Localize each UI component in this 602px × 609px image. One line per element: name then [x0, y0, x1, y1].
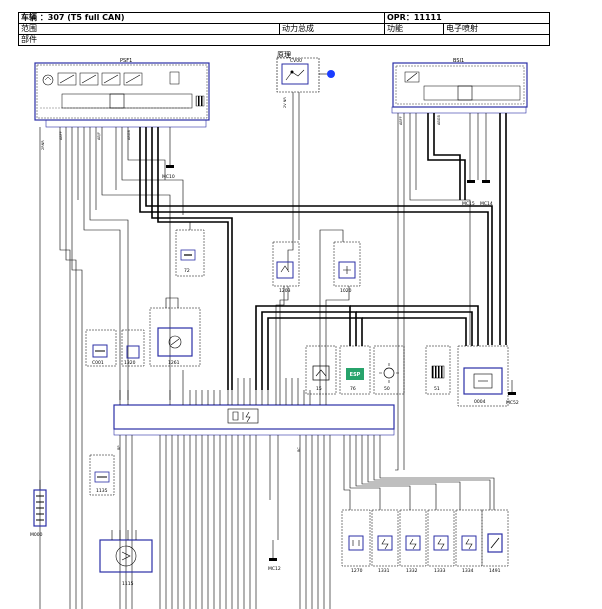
psf1-wires	[39, 127, 184, 609]
component-1333-label: 1333	[434, 568, 446, 574]
component-1491	[481, 509, 509, 567]
bsi1-wires	[395, 113, 487, 471]
component-1333	[427, 509, 455, 567]
svg-text:2RNR: 2RNR	[41, 140, 45, 150]
title-block: 车辆 ：307 (T5 full CAN) OPR：11111 范围 动力总成 …	[18, 12, 550, 46]
component-1203-label: 1203	[279, 288, 291, 294]
component-50-label: 50	[384, 386, 390, 392]
mc14-ground	[482, 180, 490, 183]
component-1135	[89, 454, 115, 496]
component-51	[425, 345, 451, 395]
component-76: ESP	[339, 345, 371, 395]
mc52-label: MC52	[506, 400, 519, 406]
svg-text:ABGB: ABGB	[127, 130, 131, 140]
mc14-label: MC14	[480, 201, 493, 207]
component-1334-label: 1334	[462, 568, 474, 574]
cv00-switch	[276, 57, 335, 270]
svg-text:BP: BP	[117, 445, 121, 450]
bsi1-module	[391, 62, 528, 114]
svg-text:ABGB: ABGB	[437, 115, 441, 125]
bsi1-heavy-wires	[427, 113, 507, 345]
svg-text:2V NR: 2V NR	[283, 97, 287, 108]
middle-heavy-wires	[255, 305, 479, 390]
component-m000-label: M000	[30, 532, 43, 538]
component-72	[175, 222, 205, 277]
component-76-label: 76	[350, 386, 356, 392]
component-15-label: 15	[316, 386, 322, 392]
mc10-ground	[166, 127, 174, 168]
component-c001	[85, 329, 117, 367]
component-0004-label: 0004	[474, 399, 486, 405]
component-1115-label: 1115	[122, 581, 134, 587]
principle-label: 原理	[277, 51, 291, 59]
ecu-connector	[113, 404, 395, 436]
component-15	[305, 345, 337, 395]
component-1261-label: 1261	[168, 360, 180, 366]
component-51-label: 51	[434, 386, 440, 392]
component-1135-label: 1135	[96, 488, 108, 494]
mc10-label: MC10	[162, 174, 175, 180]
svg-text:ABFF: ABFF	[59, 131, 63, 140]
cv00-label: CV00	[290, 58, 302, 64]
mc12-ground	[269, 540, 277, 561]
mc12-label: MC12	[268, 566, 281, 572]
component-1320	[121, 329, 145, 367]
component-1270-label: 1270	[351, 568, 363, 574]
component-1331-label: 1331	[378, 568, 390, 574]
psf1-heavy-wires	[139, 127, 493, 390]
component-1020-label: 1020	[340, 288, 352, 294]
mc15-ground	[467, 180, 475, 183]
psf1-label: PSF1	[120, 58, 132, 64]
parts-label: 部件	[18, 34, 550, 46]
component-1331	[371, 509, 399, 567]
component-1491-label: 1491	[489, 568, 501, 574]
component-1270	[341, 509, 371, 567]
component-50	[373, 345, 405, 395]
component-1320-label: 1320	[124, 360, 136, 366]
component-1020	[319, 229, 361, 390]
component-1332-label: 1332	[406, 568, 418, 574]
svg-text:BC: BC	[297, 447, 301, 452]
svg-text:ABJF: ABJF	[97, 132, 101, 140]
component-1334	[455, 509, 483, 567]
mc52-ground	[508, 380, 516, 395]
ecu-top-wires	[119, 370, 327, 405]
component-1332	[399, 509, 427, 567]
component-0004	[457, 345, 509, 407]
component-1203	[272, 241, 300, 390]
ecu-bottom-wires	[119, 435, 495, 609]
component-1261	[149, 297, 201, 367]
mc15-label: MC15	[462, 201, 475, 207]
esp-badge: ESP	[350, 372, 361, 378]
component-m000	[33, 480, 47, 527]
component-c001-label: C001	[92, 360, 104, 366]
pin-labels: 2RNR ABFF ABJF ABGB ABFF ABGB 2V NR BP B…	[41, 97, 441, 452]
svg-text:ABFF: ABFF	[399, 116, 403, 125]
component-72-label: 72	[184, 268, 190, 274]
component-1115	[99, 530, 153, 573]
psf1-fusebox	[34, 62, 210, 128]
bsi1-label: BSI1	[453, 58, 464, 64]
